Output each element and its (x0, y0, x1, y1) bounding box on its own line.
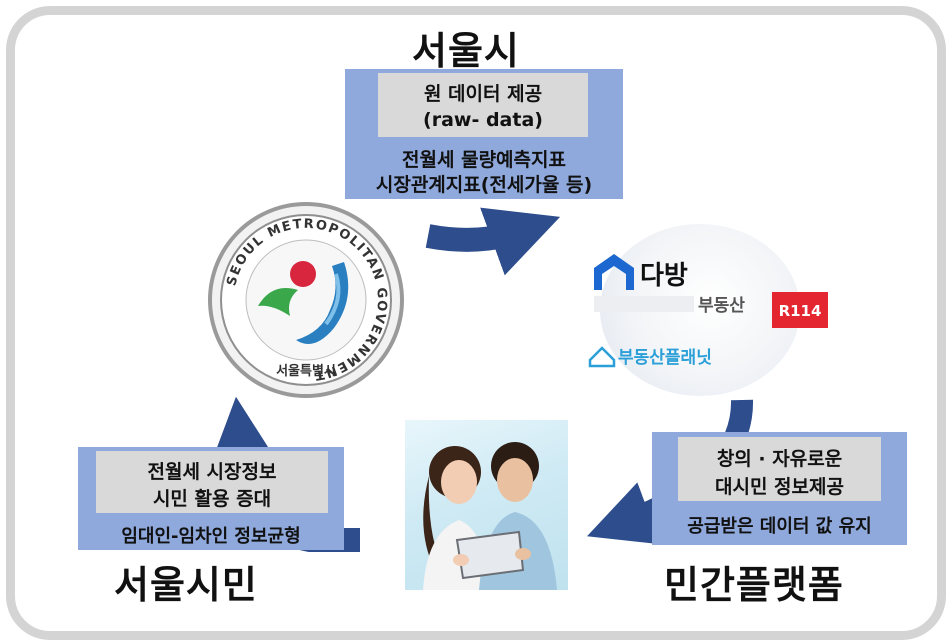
seoul-citizen-box: 전월세 시장정보 시민 활용 증대 임대인-임차인 정보균형 (78, 447, 344, 550)
r114-badge (772, 292, 828, 328)
platform-logo-cluster: 다방 부동산 R114 부동산플래닛 (588, 224, 828, 396)
seal-blue-stroke (296, 262, 349, 344)
dabang-logo-text: 다방 (640, 261, 688, 291)
seal-korean-text: 서울특별시 (276, 363, 336, 379)
platform-logos: 다방 부동산 R114 부동산플래닛 (588, 254, 828, 368)
budongsan-planet-text: 부동산플래닛 (618, 348, 712, 368)
citizen-line2: 시민 활용 증대 (152, 488, 272, 510)
seal-red-dot (290, 261, 316, 287)
seoul-citizen-title: 서울시민 (114, 563, 258, 607)
tablet-device (455, 530, 525, 580)
seal-green-leaf (258, 288, 298, 316)
budongsan-planet-icon (588, 346, 616, 368)
raw-data-line2: (raw- data) (423, 109, 543, 131)
dabang-logo-icon (594, 254, 634, 290)
citizen-line1: 전월세 시장정보 (147, 461, 277, 483)
raw-data-line1: 원 데이터 제공 (423, 83, 543, 105)
seoul-city-box: 원 데이터 제공 (raw- data) 전월세 물량예측지표 시장관계지표(전… (345, 69, 623, 199)
platform-line2: 대시민 정보제공 (715, 476, 844, 498)
private-platform-inner-box: 창의 · 자유로운 대시민 정보제공 (678, 437, 881, 501)
indicator-line1: 전월세 물량예측지표 (402, 149, 566, 171)
photo-illustration (423, 442, 557, 590)
private-platform-box: 창의 · 자유로운 대시민 정보제공 공급받은 데이터 값 유지 (652, 432, 907, 545)
r114-logo-text: 부동산 (698, 296, 745, 316)
platform-line1: 창의 · 자유로운 (716, 448, 843, 470)
seoul-city-title: 서울시 (412, 29, 520, 73)
private-platform-title: 민간플랫폼 (664, 563, 844, 607)
seal-graphic: SEOUL METROPOLITAN GOVERNMENT 서울특별시 (208, 202, 404, 398)
seoul-government-seal: SEOUL METROPOLITAN GOVERNMENT 서울특별시 (206, 200, 406, 400)
indicator-line2: 시장관계지표(전세가율 등) (375, 174, 593, 196)
citizen-line3: 임대인-임차인 정보균형 (121, 526, 301, 547)
citizens-using-tablet-photo (405, 420, 568, 590)
r114-badge-text: R114 (779, 302, 822, 320)
platform-line3: 공급받은 데이터 값 유지 (687, 516, 872, 537)
seoul-city-inner-box: 원 데이터 제공 (raw- data) (378, 73, 588, 137)
arrow-city-to-platform (425, 207, 561, 276)
seoul-citizen-inner-box: 전월세 시장정보 시민 활용 증대 (96, 451, 328, 513)
